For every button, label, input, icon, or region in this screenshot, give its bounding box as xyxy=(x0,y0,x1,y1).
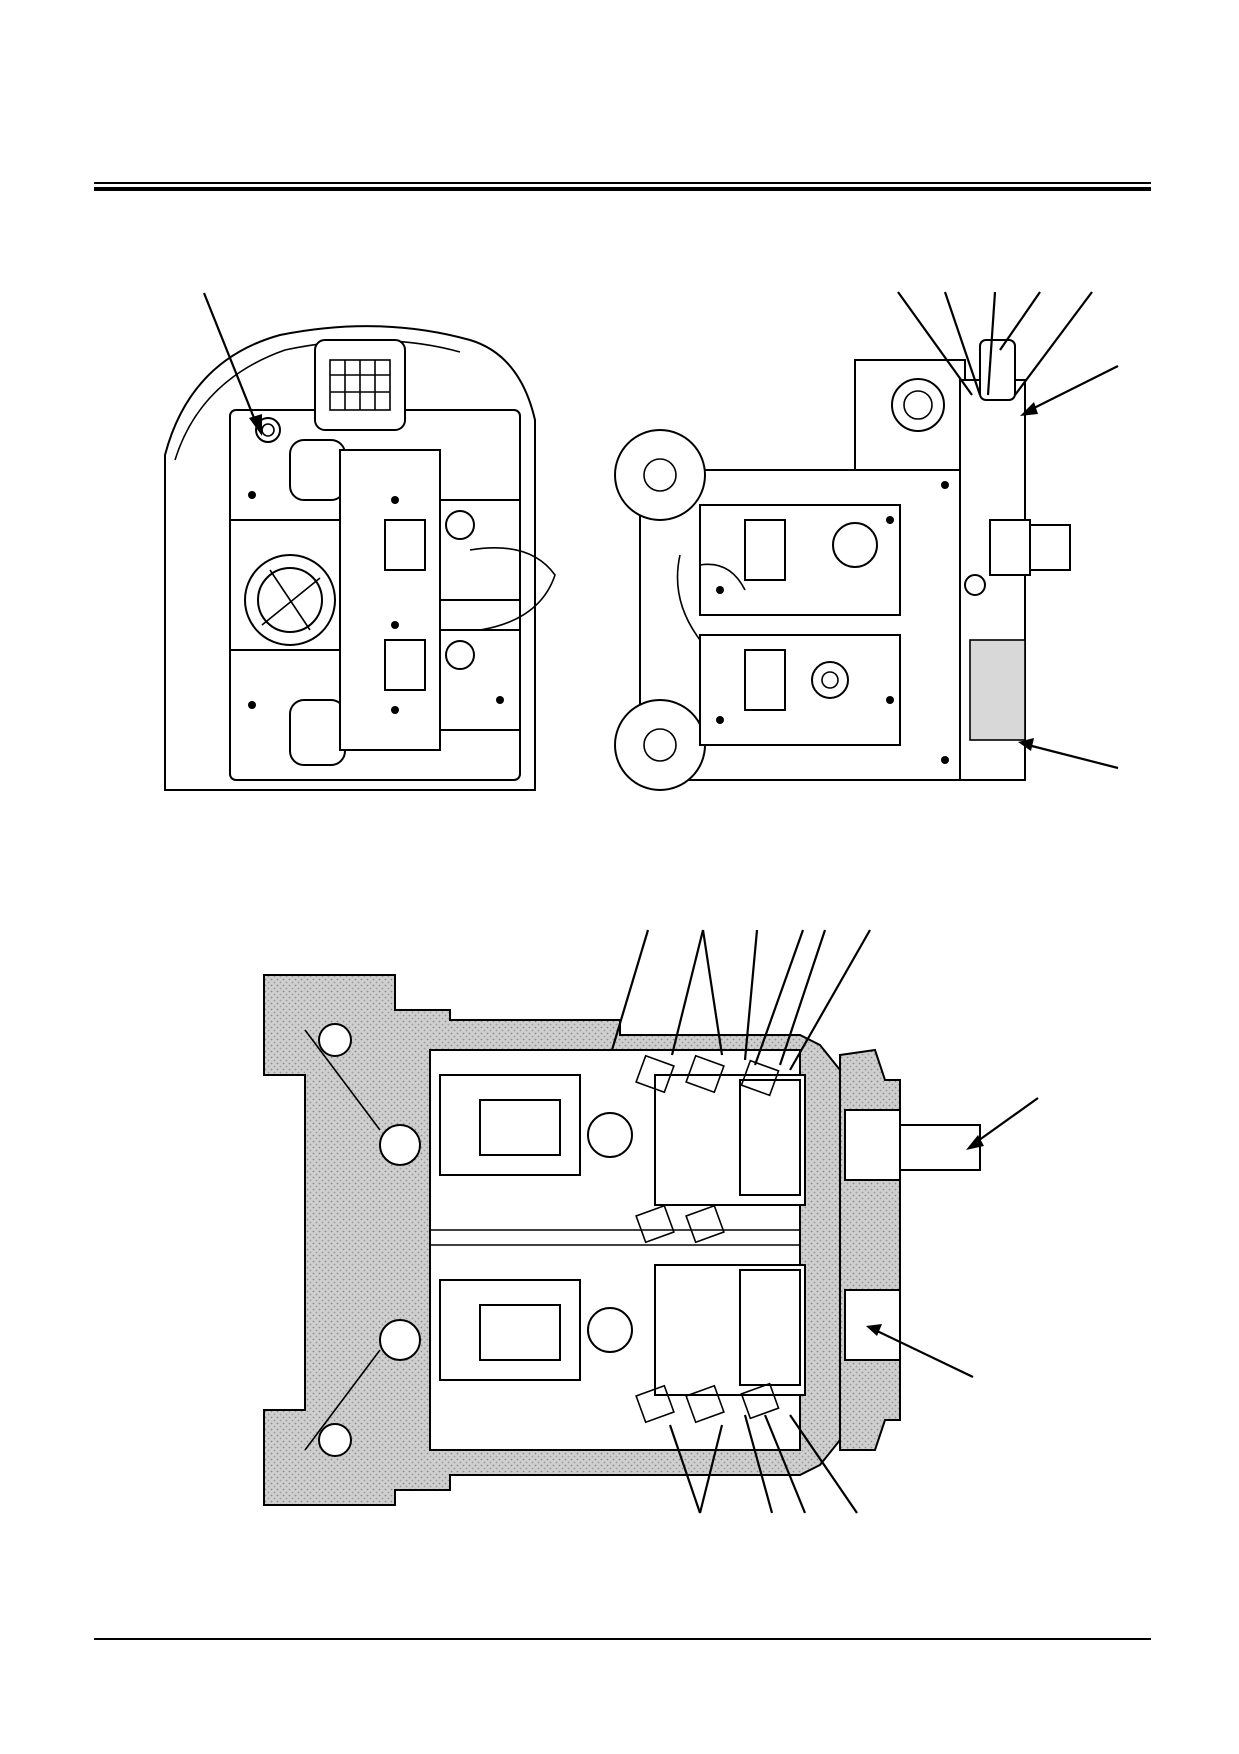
footer-rule xyxy=(94,1638,1151,1640)
pump-side-view xyxy=(614,291,1119,791)
pump-cross-section xyxy=(263,929,1039,1514)
header-rule-thick xyxy=(94,187,1151,191)
header-rule-thin xyxy=(94,182,1151,184)
pump-rear-view xyxy=(164,292,556,791)
